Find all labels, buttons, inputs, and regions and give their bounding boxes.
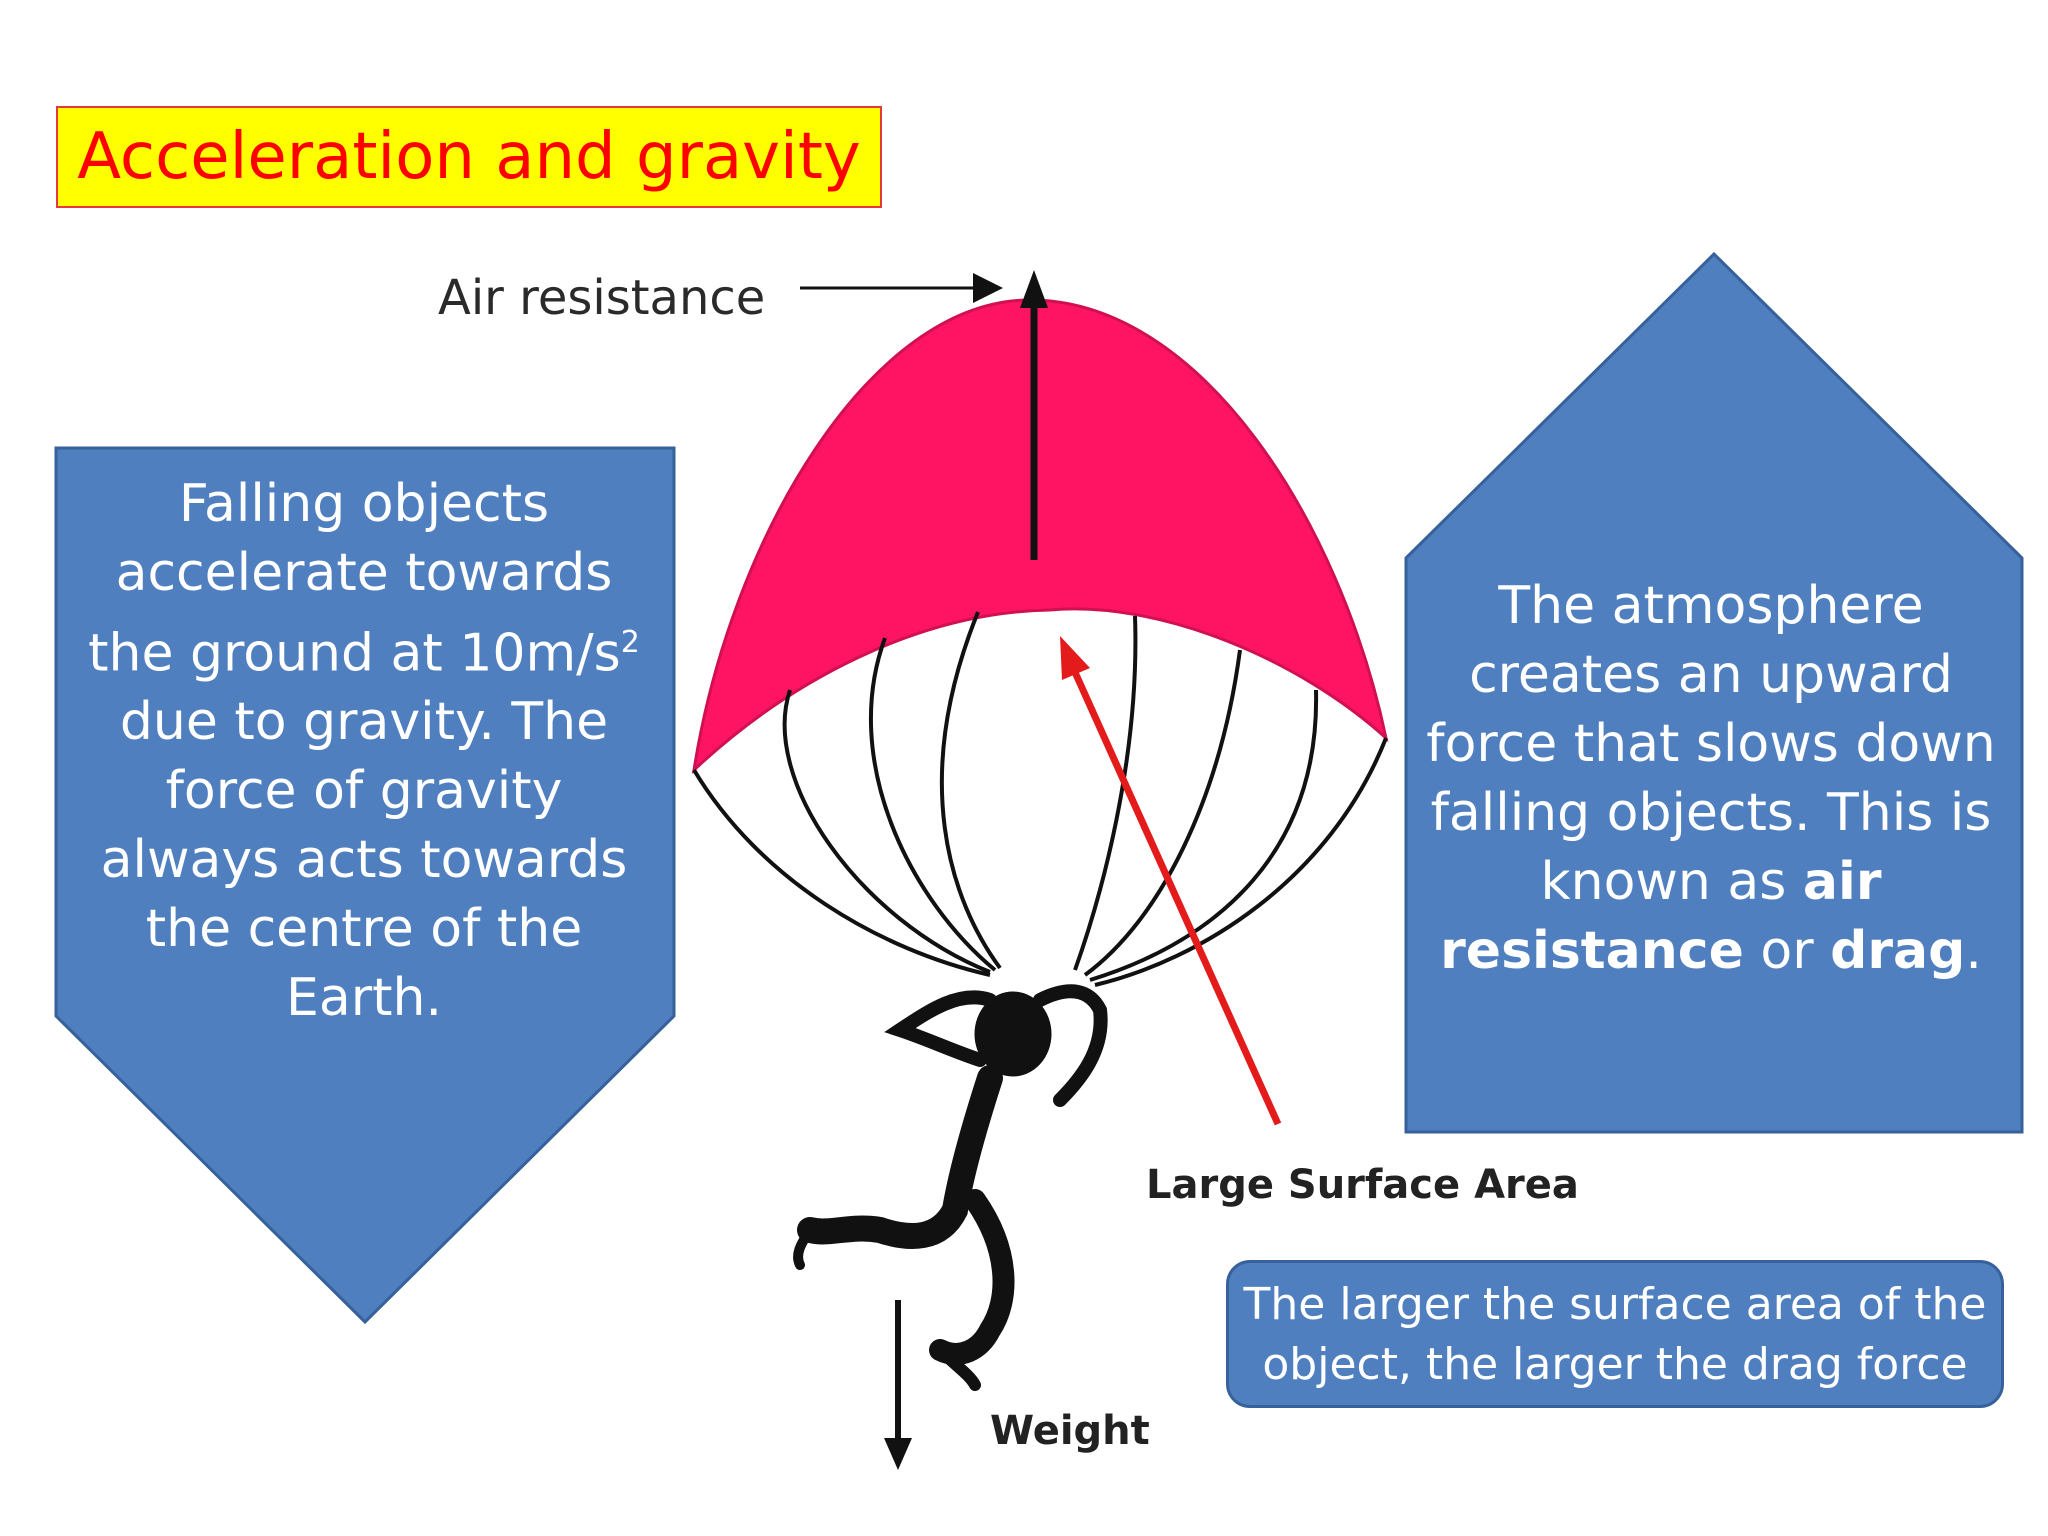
right-info-pentagon xyxy=(1404,251,2024,1134)
large-surface-area-label: Large Surface Area xyxy=(1146,1162,1579,1208)
right-info-text-1: The atmosphere creates an upward force t… xyxy=(1426,576,1996,912)
weight-force-arrow xyxy=(884,1300,912,1470)
parachute-lines xyxy=(692,611,1388,987)
slide-title: Acceleration and gravity xyxy=(77,120,861,194)
right-info-bold-air-resistance: air resistance xyxy=(1440,852,1882,981)
parachute-canopy xyxy=(691,298,1389,775)
stick-figure-parachutist-icon xyxy=(793,984,1108,1391)
right-info-text-3: . xyxy=(1965,921,1982,981)
surface-area-pointer-arrow xyxy=(1060,636,1282,1126)
weight-label: Weight xyxy=(990,1408,1150,1454)
right-info-text: The atmosphere creates an upward force t… xyxy=(1420,572,2002,986)
right-info-text-2: or xyxy=(1743,921,1831,981)
air-resistance-label: Air resistance xyxy=(438,270,766,326)
left-info-pentagon xyxy=(54,446,676,1325)
surface-area-info-box: The larger the surface area of the objec… xyxy=(1226,1260,2004,1408)
left-info-text-post: due to gravity. The force of gravity alw… xyxy=(100,692,628,1029)
surface-area-info-text: The larger the surface area of the objec… xyxy=(1243,1279,1987,1390)
air-resistance-force-arrow xyxy=(1020,270,1048,560)
left-info-text-sup: 2 xyxy=(620,625,640,660)
title-box: Acceleration and gravity xyxy=(56,106,882,208)
left-info-text-pre: Falling objects accelerate towards the g… xyxy=(88,474,621,684)
left-info-text: Falling objects accelerate towards the g… xyxy=(84,470,644,1033)
right-info-bold-drag: drag xyxy=(1830,921,1966,981)
